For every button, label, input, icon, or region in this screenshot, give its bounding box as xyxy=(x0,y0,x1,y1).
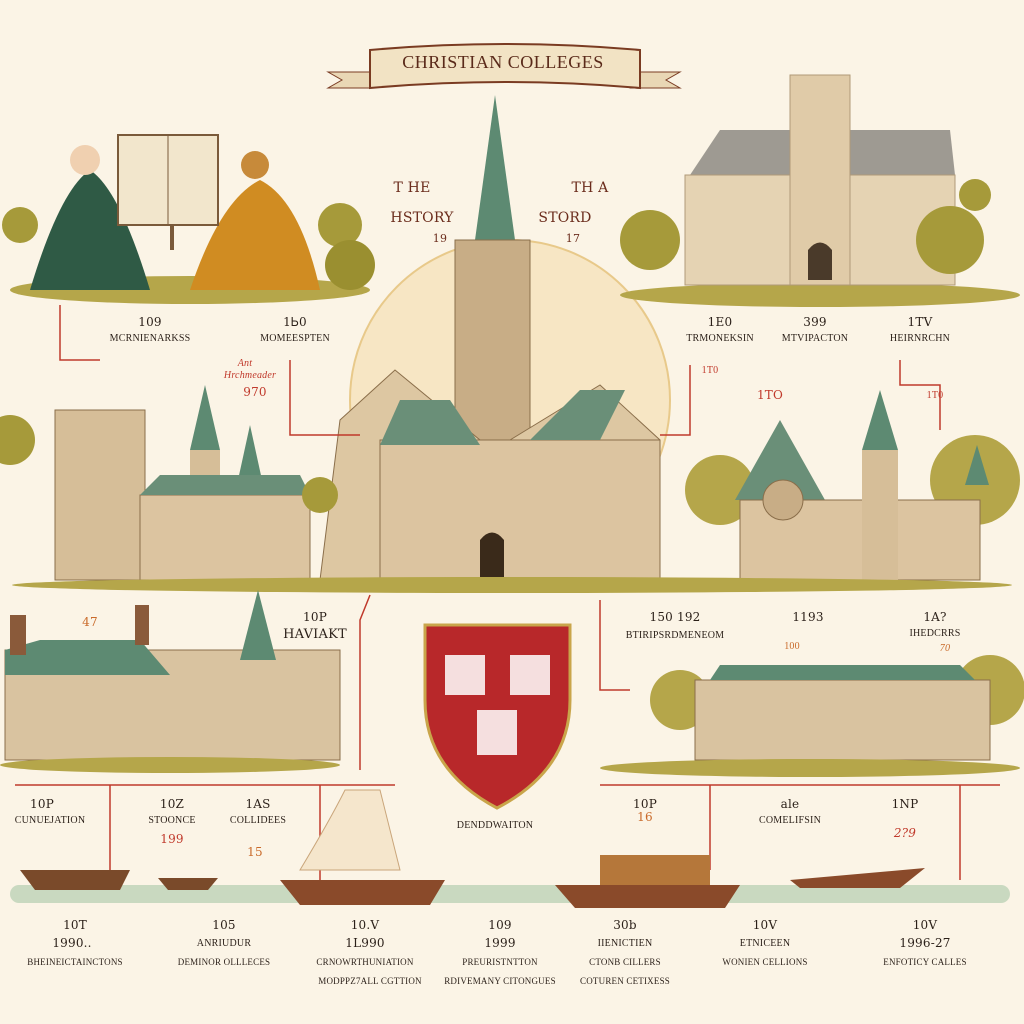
bottom-code: 30b xyxy=(613,918,637,932)
row3-label: 2?9 xyxy=(893,826,917,840)
crest-shield xyxy=(423,623,572,810)
row3-year: ale xyxy=(780,797,800,811)
heading-left-1: T HE xyxy=(393,180,431,196)
row1-year: 1E0 xyxy=(707,315,733,329)
heading-right-2: STORD xyxy=(538,210,592,226)
castle-left xyxy=(0,385,338,581)
row2-year: 1A? xyxy=(923,610,947,624)
bottom-label: BHEINEICTAINCTONS xyxy=(27,957,123,967)
title-banner xyxy=(326,43,682,90)
row3-note: 199 xyxy=(160,832,184,846)
banner-title: CHRISTIAN COLLEGES xyxy=(402,52,604,72)
row3-year: 10Z xyxy=(159,797,185,811)
row2-label: HAVIAKT xyxy=(283,627,347,642)
top-right-college xyxy=(620,74,1020,307)
row2-label: 100 xyxy=(784,641,800,652)
row3-label: COMELIFSIN xyxy=(758,815,822,826)
row1-label: MTVIPACTON xyxy=(781,333,849,344)
row1-note: Ant xyxy=(237,358,253,369)
row2-year: 10P xyxy=(303,610,327,624)
row3-note: 15 xyxy=(247,845,263,859)
bottom-label: WONIEN CELLIONS xyxy=(722,957,808,967)
manor-right xyxy=(600,655,1024,777)
bottom-year: IIENICTIEN xyxy=(597,938,653,949)
heading-left-2: HSTORY xyxy=(390,210,454,226)
central-cathedral xyxy=(319,95,661,581)
row2-note: 70 xyxy=(939,643,951,654)
row3-year: 1NP xyxy=(891,797,919,811)
bottom-sublabel: COTUREN CETIXESS xyxy=(580,976,670,986)
heading-right-1: TH A xyxy=(571,180,609,196)
manor-left xyxy=(0,590,341,773)
bottom-label: CTONB CILLERS xyxy=(589,957,661,967)
bottom-code: 109 xyxy=(488,918,512,932)
bottom-code: 10.V xyxy=(350,918,380,932)
row3-label: COLLIDEES xyxy=(229,815,287,826)
row1-label: MOMEESPTEN xyxy=(260,333,330,344)
bottom-sublabel: RDIVEMANY CITONGUES xyxy=(444,976,556,986)
row3-label: STOONCE xyxy=(148,815,196,826)
row1-year: 1TV xyxy=(907,315,933,329)
row1-year: 109 xyxy=(138,315,162,329)
bottom-year: 1L990 xyxy=(345,936,385,950)
bottom-code: 10T xyxy=(63,918,87,932)
row1-label: MCRNIENARKSS xyxy=(109,333,191,344)
bottom-year: ANRIUDUR xyxy=(196,938,252,949)
bottom-label: DEMINOR OLLLECES xyxy=(177,957,271,967)
bottom-label: PREURISTNTTON xyxy=(462,957,538,967)
row1-label: TRMONEKSIN xyxy=(686,333,754,344)
bottom-year: 1999 xyxy=(484,936,516,950)
row2-label: BTIRIPSRDMENEOM xyxy=(625,630,725,641)
row1-note: Hrchmeader xyxy=(223,370,277,381)
row3-year: 1AS xyxy=(245,797,271,811)
bottom-code: 10V xyxy=(752,918,778,932)
heading-right-3: 17 xyxy=(565,232,581,245)
river-boats xyxy=(10,789,1010,908)
bottom-sublabel: MODPPZ7ALL CGTTION xyxy=(318,976,422,986)
row3-year: 10P xyxy=(30,797,54,811)
row1-note: 1T0 xyxy=(926,390,944,401)
timeline-connectors xyxy=(15,305,1000,880)
bottom-year: 1990.. xyxy=(52,936,92,950)
bottom-label: CRNOWRTHUNIATION xyxy=(316,957,414,967)
row3-label: DENDDWAITON xyxy=(456,820,534,831)
row1-year: 399 xyxy=(803,315,827,329)
row1-year: 1Ꮟ0 xyxy=(283,315,307,329)
monks-scene xyxy=(2,134,375,304)
row1-note: 970 xyxy=(243,385,267,399)
church-right xyxy=(685,390,1020,581)
row3-label: 16 xyxy=(637,810,653,824)
row3-label: CUNUEJATION xyxy=(14,815,86,826)
row2-year: 150 192 xyxy=(649,610,701,624)
bottom-code: 105 xyxy=(212,918,236,932)
row3-year: 10P xyxy=(633,797,657,811)
bottom-year: 1996-27 xyxy=(899,936,951,950)
row1-label: HEIRNRCHN xyxy=(889,333,951,344)
row2-year: 47 xyxy=(82,615,98,629)
row2-year: 1193 xyxy=(792,610,824,624)
bottom-year: ETNICEEN xyxy=(739,938,791,949)
row1-note: 1TO xyxy=(756,388,784,402)
bottom-code: 10V xyxy=(912,918,938,932)
row2-label: IHEDCRRS xyxy=(909,628,961,639)
bottom-label: ENFOTICY CALLES xyxy=(883,957,967,967)
heading-left-3: 19 xyxy=(432,232,448,245)
row1-note: 1T0 xyxy=(701,365,719,376)
